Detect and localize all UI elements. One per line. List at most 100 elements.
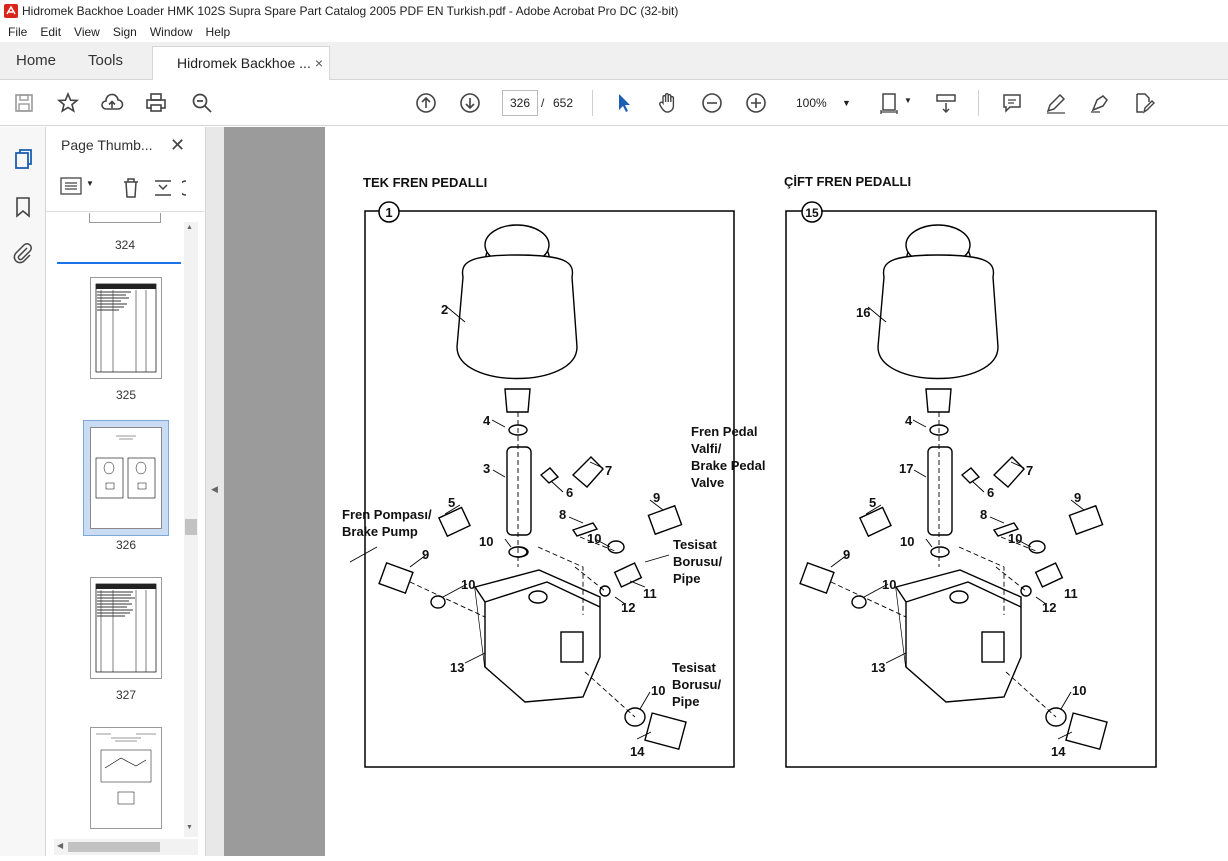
thumbnail-page-number: 324 (114, 238, 136, 252)
right-part-label: 8 (980, 507, 987, 522)
document-viewer[interactable]: TEK FREN PEDALLI ÇİFT FREN PEDALLI 1 15 (224, 127, 1228, 856)
left-part-label: 6 (566, 485, 573, 500)
collapse-arrow-icon[interactable]: ◀ (211, 484, 218, 494)
right-part-label: 6 (987, 485, 994, 500)
thumbnail-vertical-scrollbar[interactable]: ▲ ▼ (184, 222, 198, 837)
main-toolbar: 326 / 652 100%▼ ▼ (0, 80, 1228, 126)
pipe-label-a-1: Tesisat (673, 537, 718, 552)
more-tools-icon[interactable] (182, 177, 192, 199)
page-thumbnail[interactable] (89, 213, 161, 223)
left-part-label: 8 (559, 507, 566, 522)
left-part-label: 4 (483, 413, 491, 428)
thumbnail-horizontal-scrollbar[interactable]: ◀ (54, 839, 198, 855)
sign-pen-icon[interactable] (1088, 91, 1112, 115)
pdf-page: TEK FREN PEDALLI ÇİFT FREN PEDALLI 1 15 (325, 127, 1228, 856)
right-part-label: 14 (1051, 744, 1066, 759)
brake-pump-label-1: Fren Pompası/ (342, 507, 432, 522)
page-thumbnail[interactable] (90, 277, 162, 379)
left-part-label: 10 (651, 683, 665, 698)
tab-document-label: Hidromek Backhoe ... (177, 55, 311, 71)
brake-valve-label-3: Brake Pedal (691, 458, 765, 473)
page-thumbnail[interactable] (90, 577, 162, 679)
select-cursor-icon[interactable] (612, 91, 636, 115)
left-part-label: 10 (479, 534, 493, 549)
right-part-label: 10 (1072, 683, 1086, 698)
left-part-label: 14 (630, 744, 645, 759)
tab-document[interactable]: Hidromek Backhoe ... × (152, 46, 330, 81)
menu-window[interactable]: Window (149, 25, 193, 39)
tab-home[interactable]: Home (16, 52, 57, 69)
highlight-pen-icon[interactable] (1044, 91, 1068, 115)
brake-valve-label-4: Valve (691, 475, 724, 490)
right-part-label: 16 (856, 305, 870, 320)
star-icon[interactable] (56, 91, 80, 115)
pipe-label-b-3: Pipe (672, 694, 699, 709)
scroll-mode-icon[interactable] (934, 91, 958, 115)
left-part-label: 12 (621, 600, 635, 615)
right-part-label: 11 (1064, 586, 1078, 601)
right-part-label: 10 (900, 534, 914, 549)
right-part-label: 9 (1074, 490, 1081, 505)
hand-tool-icon[interactable] (656, 91, 680, 115)
options-menu-button[interactable]: ▼ (60, 177, 94, 199)
upload-cloud-icon[interactable] (100, 91, 124, 115)
title-bar: Hidromek Backhoe Loader HMK 102S Supra S… (0, 0, 1228, 22)
page-thumbnails-panel: Page Thumb... ✕ ▼ 324 325 326 327 ▲ ▼ ◀ (46, 127, 230, 856)
right-part-label: 13 (871, 660, 885, 675)
tab-close-button[interactable]: × (314, 55, 323, 71)
panel-title: Page Thumb... (61, 137, 153, 153)
next-page-icon[interactable] (458, 91, 482, 115)
brake-valve-label-2: Valfi/ (691, 441, 722, 456)
zoom-out-icon[interactable] (700, 91, 724, 115)
page-fit-icon[interactable] (878, 91, 902, 115)
previous-page-icon[interactable] (414, 91, 438, 115)
left-part-label: 10 (461, 577, 475, 592)
edit-document-icon[interactable] (1132, 91, 1156, 115)
page-thumbnail-selected[interactable] (83, 420, 169, 536)
right-part-label: 10 (882, 577, 896, 592)
zoom-in-icon[interactable] (744, 91, 768, 115)
comment-icon[interactable] (1000, 91, 1024, 115)
chevron-down-icon: ▼ (842, 98, 851, 108)
thumbnail-page-number: 327 (115, 688, 137, 702)
left-part-label: 7 (605, 463, 612, 478)
right-part-label: 4 (905, 413, 913, 428)
right-part-label: 17 (899, 461, 913, 476)
page-thumbnails-icon[interactable] (11, 147, 35, 171)
menu-help[interactable]: Help (205, 25, 231, 39)
panel-close-button[interactable]: ✕ (170, 135, 186, 155)
extract-pages-icon[interactable] (152, 177, 174, 199)
bookmark-icon[interactable] (11, 195, 35, 219)
save-icon[interactable] (12, 91, 36, 115)
delete-page-icon[interactable] (120, 177, 142, 199)
tab-tools[interactable]: Tools (88, 52, 124, 69)
menu-sign[interactable]: Sign (112, 25, 137, 39)
print-icon[interactable] (144, 91, 168, 115)
page-thumbnail[interactable] (90, 727, 162, 829)
left-part-label: 9 (422, 547, 429, 562)
left-part-label: 5 (448, 495, 455, 510)
panel-splitter[interactable]: ◀ (206, 127, 224, 856)
scrollbar-thumb[interactable] (185, 519, 197, 535)
zoom-value: 100% (796, 96, 827, 110)
h-scrollbar-thumb[interactable] (68, 842, 160, 852)
zoom-search-icon[interactable] (190, 91, 214, 115)
left-part-label: 13 (450, 660, 464, 675)
tab-bar: Home Tools Hidromek Backhoe ... × (0, 42, 1228, 81)
pipe-label-a-3: Pipe (673, 571, 700, 586)
menu-view[interactable]: View (74, 25, 100, 39)
right-part-label: 5 (869, 495, 876, 510)
attachment-icon[interactable] (11, 241, 35, 265)
fit-dropdown-icon[interactable]: ▼ (904, 96, 912, 105)
menu-edit[interactable]: Edit (40, 25, 62, 39)
zoom-select[interactable]: 100% ▼ (786, 90, 858, 116)
exploded-parts-diagram: TEK FREN PEDALLI ÇİFT FREN PEDALLI 1 15 (342, 174, 1157, 768)
left-part-label: 2 (441, 302, 448, 317)
left-part-label: 11 (643, 586, 657, 601)
page-number-input[interactable]: 326 (502, 90, 538, 116)
left-rail (0, 127, 46, 856)
acrobat-icon (4, 4, 18, 18)
left-callout: 1 (385, 205, 392, 220)
menu-file[interactable]: File (8, 25, 28, 39)
right-part-label: 9 (843, 547, 850, 562)
